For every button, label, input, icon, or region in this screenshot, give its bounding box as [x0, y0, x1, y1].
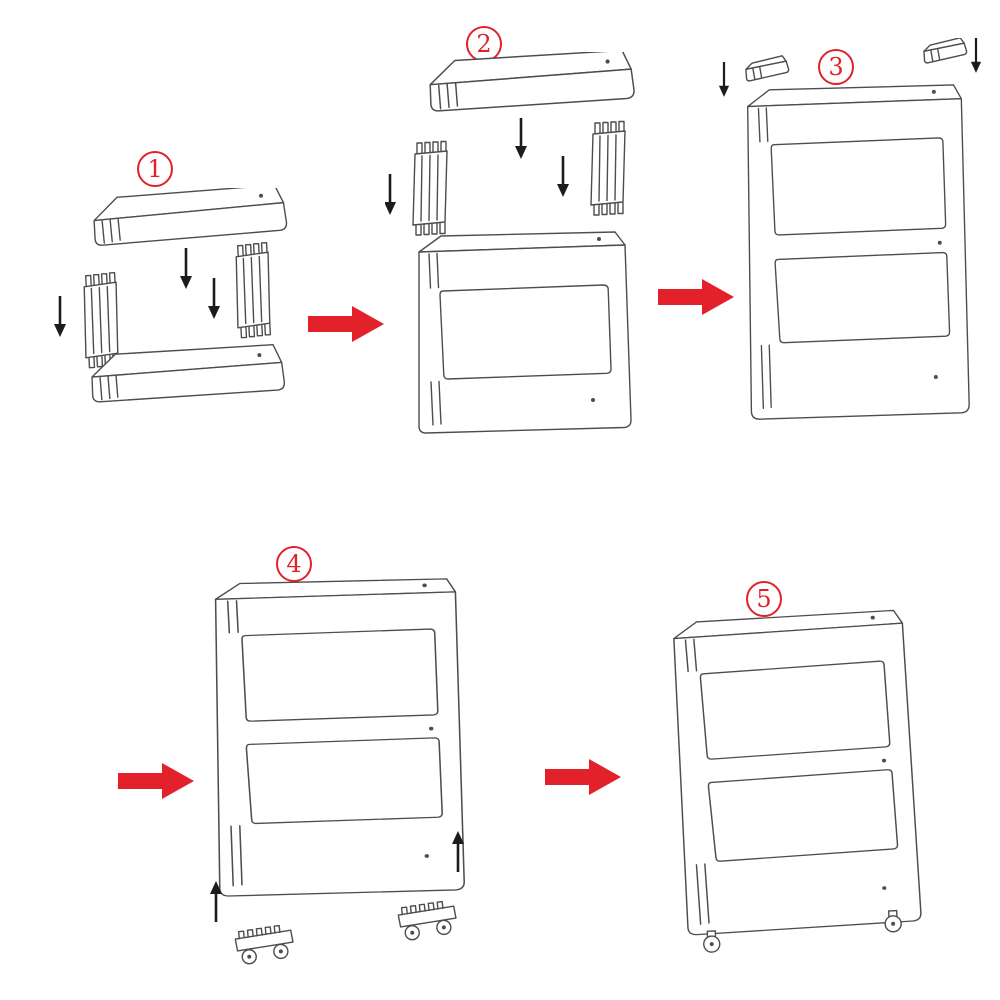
step-1-number: 1: [147, 155, 163, 183]
side-panel: [80, 271, 122, 369]
down-arrow-icon: [206, 276, 222, 321]
step-5-badge: 5: [746, 581, 782, 617]
side-panel: [590, 120, 626, 216]
step-5-number: 5: [756, 585, 772, 613]
down-arrow-icon: [555, 154, 571, 199]
connector-clip: [921, 38, 969, 65]
step-3-number: 3: [828, 53, 844, 81]
shelf-board: [92, 188, 288, 247]
red-arrow-icon: [116, 760, 196, 802]
down-arrow-icon: [717, 60, 731, 98]
down-arrow-icon: [178, 246, 194, 291]
red-arrow-icon: [543, 756, 623, 798]
down-arrow-icon: [385, 172, 398, 217]
down-arrow-icon: [513, 116, 529, 161]
step-1-badge: 1: [137, 151, 173, 187]
shelf-board: [428, 52, 636, 112]
down-arrow-icon: [969, 38, 983, 74]
step-1-illustration: [52, 188, 288, 403]
step-4-badge: 4: [276, 546, 312, 582]
step-4-number: 4: [286, 550, 302, 578]
assembled-frame-two-tier: [672, 609, 923, 936]
step-2-illustration: [385, 52, 636, 434]
caster-wheel-assembly: [396, 899, 459, 942]
side-panel: [412, 140, 448, 236]
step-4-illustration: [208, 578, 466, 966]
red-arrow-icon: [306, 303, 386, 345]
caster-wheel-assembly: [233, 923, 296, 966]
assembled-frame-two-tier: [214, 578, 465, 897]
down-arrow-icon: [52, 294, 68, 339]
assembled-frame-one-tier: [418, 231, 632, 434]
shelf-board: [90, 343, 286, 403]
side-panel: [232, 241, 274, 339]
connector-clip: [743, 54, 791, 83]
step-2-number: 2: [476, 30, 492, 58]
step-3-illustration: [717, 38, 983, 420]
step-3-badge: 3: [818, 49, 854, 85]
assembled-frame-two-tier: [746, 84, 970, 420]
step-5-illustration: [672, 609, 923, 953]
finished-cart: [672, 609, 923, 953]
